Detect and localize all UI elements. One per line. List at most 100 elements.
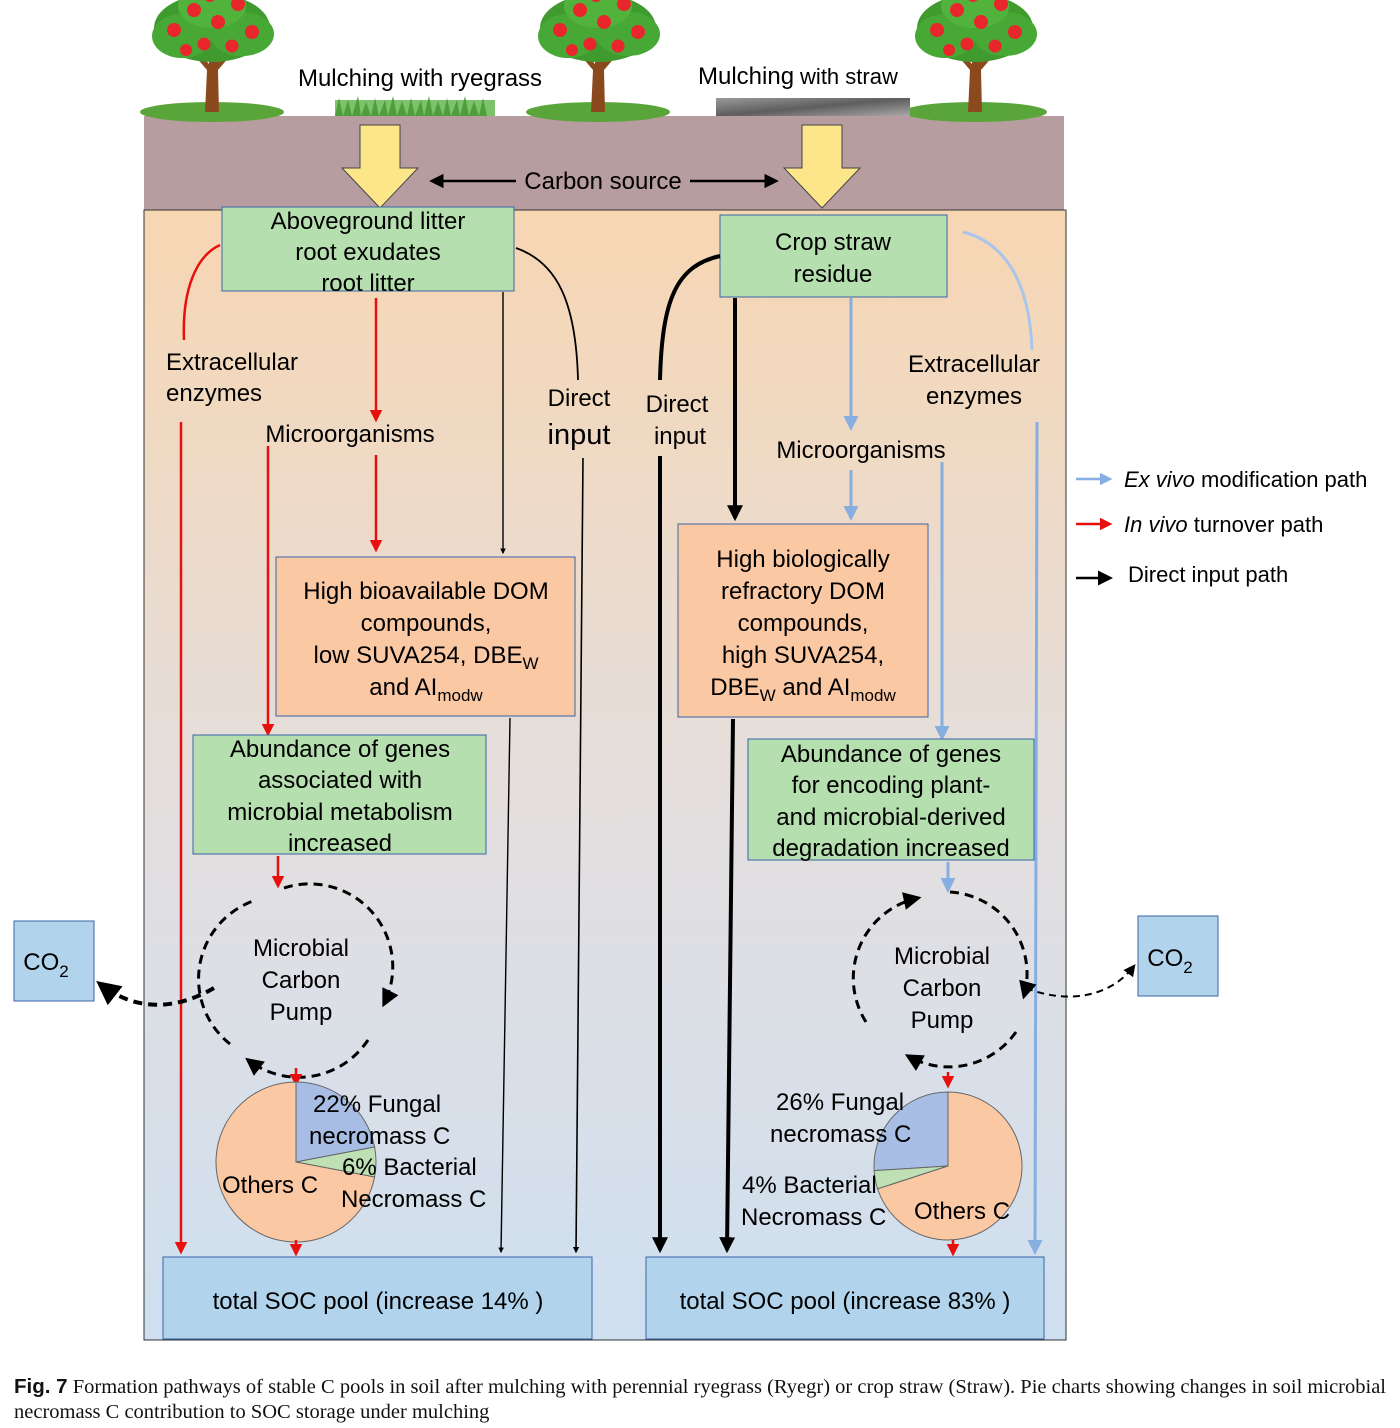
left-source-line: root exudates: [295, 239, 440, 266]
apple-tree-icon: [526, 0, 670, 122]
left-source-box: [221, 206, 515, 292]
black-path-direct-to-soc-left: [572, 457, 584, 1254]
right-dom-line: refractory DOM: [721, 578, 885, 605]
right-pie-label-fungal: necromass C: [770, 1121, 911, 1148]
co2-label-left: CO2: [23, 949, 68, 981]
black-path-dom-to-soc-right: [719, 718, 736, 1254]
black-path-direct-curve-right: [658, 254, 721, 381]
right-pie-label-fungal: 26% Fungal: [776, 1089, 904, 1116]
co2-label-right: CO2: [1147, 945, 1192, 977]
left-pie-label-bacterial: Necromass C: [341, 1186, 486, 1213]
right-microbial-carbon-pump: [851, 890, 1037, 1071]
co2-arrow-right: [1025, 964, 1136, 998]
label-microorganisms-left: Microorganisms: [265, 421, 434, 448]
right-genes-line: Abundance of genes: [781, 741, 1001, 768]
left-necromass-pie: [215, 1081, 377, 1243]
label-carbon-source: Carbon source: [524, 168, 681, 195]
label-enzymes-right: enzymes: [926, 383, 1022, 410]
carbon-input-arrow-right: [782, 124, 862, 209]
left-genes-line: Abundance of genes: [230, 736, 450, 763]
left-dom-line: and AImodw: [369, 674, 483, 705]
left-pie-label-fungal: 22% Fungal: [313, 1091, 441, 1118]
figure-caption-text: Formation pathways of stable C pools in …: [14, 1376, 1386, 1423]
right-dom-line: compounds,: [738, 610, 869, 637]
right-soc-box: [645, 1256, 1045, 1340]
apple-tree-icon: [140, 0, 284, 122]
right-dom-box: [677, 523, 929, 718]
label-extracellular-right: Extracellular: [908, 351, 1040, 378]
right-necromass-pie: [873, 1091, 1023, 1241]
left-dom-box: [275, 556, 576, 717]
left-genes-box: [192, 734, 487, 855]
label-direct-right: Direct: [646, 391, 709, 418]
pie-slice-others-c: [215, 1081, 376, 1243]
right-pie-label-others: Others C: [914, 1198, 1010, 1225]
pie-slice-others-c: [876, 1091, 1023, 1241]
left-dom-line: compounds,: [361, 610, 492, 637]
label-input-right: input: [654, 423, 706, 450]
right-dom-line: high SUVA254,: [722, 642, 884, 669]
left-source-line: Aboveground litter: [271, 208, 466, 235]
right-source-line: residue: [794, 261, 873, 288]
co2-arrow-left: [96, 981, 216, 1007]
left-genes-line: associated with: [258, 767, 422, 794]
left-pump-label: Pump: [270, 999, 333, 1026]
black-path-direct-curve-left: [515, 247, 579, 381]
right-genes-line: degradation increased: [772, 835, 1010, 862]
left-source-line: root litter: [321, 270, 414, 297]
left-pie-label-bacterial: 6% Bacterial: [342, 1154, 477, 1181]
straw-mulch-icon: [716, 98, 910, 116]
left-dom-line: High bioavailable DOM: [303, 578, 548, 605]
right-dom-line: High biologically: [716, 546, 889, 573]
right-genes-line: and microbial-derived: [776, 804, 1005, 831]
label-direct-left: Direct: [548, 385, 611, 412]
left-genes-line: increased: [288, 830, 392, 857]
left-pump-label: Carbon: [262, 967, 341, 994]
right-pie-label-bacterial: 4% Bacterial: [742, 1172, 877, 1199]
right-pump-label: Carbon: [903, 975, 982, 1002]
left-genes-line: microbial metabolism: [227, 799, 452, 826]
apple-tree-icon: [903, 0, 1047, 122]
right-source-line: Crop straw: [775, 229, 892, 256]
right-soc-label: total SOC pool (increase 83% ): [680, 1288, 1011, 1315]
right-source-box: [719, 214, 948, 298]
right-genes-box: [747, 738, 1035, 861]
left-dom-line: low SUVA254, DBEW: [313, 642, 538, 673]
left-pie-label-fungal: necromass C: [309, 1123, 450, 1150]
label-enzymes-left: enzymes: [166, 380, 262, 407]
label-mulching-ryegrass: Mulching with ryegrass: [298, 65, 542, 92]
right-pie-label-bacterial: Necromass C: [741, 1204, 886, 1231]
figure-number: Fig. 7: [14, 1375, 68, 1398]
left-pie-label-others: Others C: [222, 1172, 318, 1199]
right-dom-line: DBEW and AImodw: [710, 674, 896, 705]
label-extracellular-left: Extracellular: [166, 349, 298, 376]
legend-label-in-vivo: In vivo turnover path: [1124, 512, 1323, 537]
pie-slice-fungal-necromass-c: [873, 1091, 949, 1172]
label-microorganisms-right: Microorganisms: [776, 437, 945, 464]
red-path-enzymes-curve: [182, 243, 221, 341]
legend-label-direct: Direct input path: [1128, 562, 1288, 587]
figure-caption: Fig. 7 Formation pathways of stable C po…: [14, 1374, 1386, 1425]
pie-slice-fungal-necromass-c: [295, 1081, 376, 1163]
blue-path-enzymes-curve: [962, 230, 1034, 351]
co2-box-left: [13, 920, 95, 1002]
left-soc-box: [162, 1256, 593, 1340]
legend-label-ex-vivo: Ex vivo modification path: [1124, 467, 1367, 492]
left-pump-label: Microbial: [253, 935, 349, 962]
carbon-input-arrow-left: [340, 124, 420, 209]
label-input-left: input: [548, 419, 611, 451]
soil-surface-band: [144, 116, 1064, 212]
legend: Ex vivo modification path In vivo turnov…: [1076, 467, 1367, 587]
blue-path-enzymes-to-soc: [1027, 421, 1043, 1255]
right-pump-label: Microbial: [894, 943, 990, 970]
ryegrass-mulch-icon: [335, 96, 495, 116]
right-pump-label: Pump: [911, 1007, 974, 1034]
left-microbial-carbon-pump: [197, 882, 399, 1079]
co2-box-right: [1137, 915, 1219, 997]
left-soc-label: total SOC pool (increase 14% ): [213, 1288, 544, 1315]
right-genes-line: for encoding plant-: [792, 772, 991, 799]
black-path-dom-to-soc: [498, 717, 511, 1254]
